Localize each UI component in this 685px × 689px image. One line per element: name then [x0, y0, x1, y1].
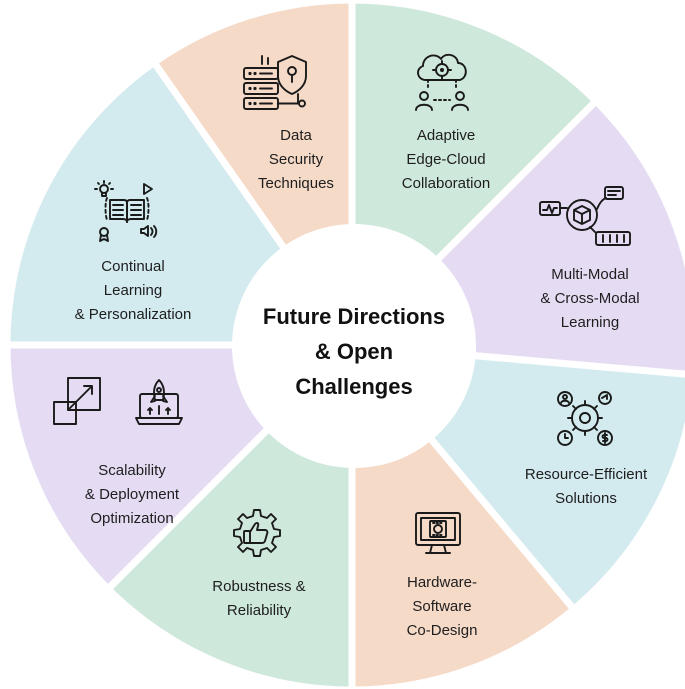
segment-label-line: Learning	[561, 314, 619, 331]
center-title-line: Future Directions	[263, 304, 445, 329]
segment-label-line: Adaptive	[417, 127, 475, 144]
gear-thumbs-up-icon	[233, 509, 281, 557]
center-title-line: & Open	[315, 339, 393, 364]
center-title-line: Challenges	[295, 374, 412, 399]
multimodal-cube-icon	[539, 186, 631, 246]
segment-label-line: Data	[280, 127, 312, 144]
monitor-chip-icon	[415, 512, 461, 554]
segment-label-line: Techniques	[258, 175, 334, 192]
server-shield-icon	[243, 55, 307, 110]
segment-label-line: Software	[412, 598, 471, 615]
cloud-network-users-icon	[415, 53, 469, 111]
segment-label-line: & Deployment	[85, 486, 180, 503]
scale-rocket-icon	[53, 377, 183, 425]
segment-label-line: Learning	[104, 282, 162, 299]
segment-label-line: Solutions	[555, 490, 617, 507]
segment-label-line: Resource-Efficient	[525, 466, 648, 483]
segment-label-line: Multi-Modal	[551, 266, 629, 283]
segment-robustness-label: Robustness & Reliability	[212, 578, 305, 619]
segment-label-line: Optimization	[90, 510, 173, 527]
segment-label-line: & Cross-Modal	[540, 290, 639, 307]
segment-label-line: Robustness &	[212, 578, 305, 595]
segment-label-line: Scalability	[98, 462, 166, 479]
book-learning-icon	[94, 180, 158, 242]
resource-gear-icon	[557, 391, 613, 446]
segment-label-line: Security	[269, 151, 324, 168]
segment-label-line: & Personalization	[75, 306, 192, 323]
segment-label-line: Co-Design	[407, 622, 478, 639]
segment-label-line: Reliability	[227, 602, 292, 619]
segment-label-line: Continual	[101, 258, 164, 275]
segment-label-line: Hardware-	[407, 574, 477, 591]
icons-layer	[53, 53, 631, 557]
segment-label-line: Collaboration	[402, 175, 490, 192]
center-disc	[232, 224, 476, 468]
segment-label-line: Edge-Cloud	[406, 151, 485, 168]
